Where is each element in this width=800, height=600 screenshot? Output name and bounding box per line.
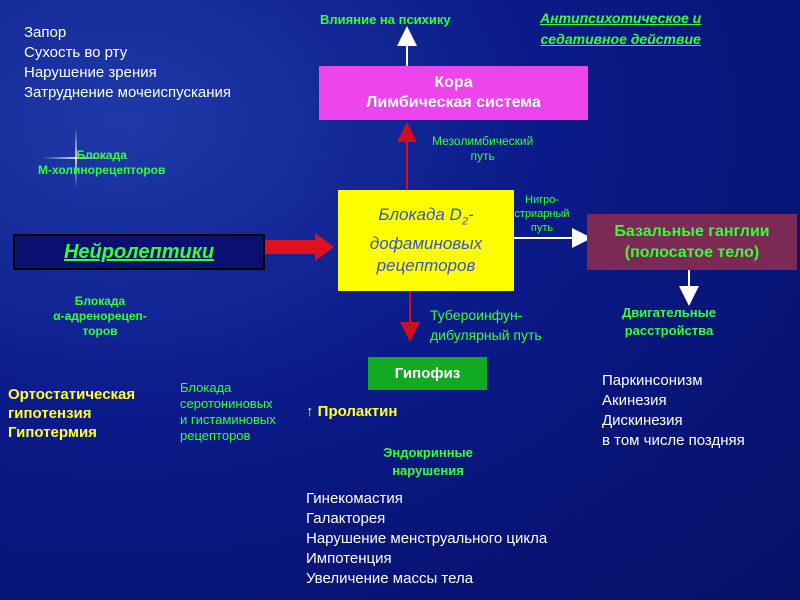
side-effect-item: Запор bbox=[24, 24, 67, 41]
endocrine-label: Эндокринные нарушения bbox=[383, 445, 473, 478]
sero-label: Блокада серотониновых и гистаминовых рец… bbox=[180, 380, 276, 443]
parkinson-item: Акинезия bbox=[602, 392, 667, 409]
psyche-label: Влияние на психику bbox=[320, 12, 451, 27]
parkinson-item: Паркинсонизм bbox=[602, 372, 703, 389]
side-effect-item: Нарушение зрения bbox=[24, 64, 157, 81]
mesolimbic-label: Мезолимбический путь bbox=[432, 134, 534, 163]
m-block-label: Блокада М-холинорецепторов bbox=[38, 148, 166, 177]
cortex-box: Кора Лимбическая система bbox=[319, 66, 588, 120]
prolactin-label: ↑ Пролактин bbox=[306, 403, 398, 420]
big-red-arrow bbox=[264, 233, 334, 261]
endocrine-list: Гинекомастия Галакторея Нарушение менстр… bbox=[306, 489, 547, 589]
side-effect-item: Сухость во рту bbox=[24, 44, 128, 61]
endocrine-item: Галакторея bbox=[306, 510, 386, 527]
neuroleptics-box: Нейролептики bbox=[13, 234, 265, 270]
side-effect-item: Затруднение мочеиспускания bbox=[24, 84, 232, 101]
endocrine-item: Увеличение массы тела bbox=[306, 570, 474, 587]
parkinson-item: в том числе поздняя bbox=[602, 432, 745, 449]
motor-label: Двигательные расстройства bbox=[622, 305, 716, 338]
basal-box: Базальные ганглии (полосатое тело) bbox=[587, 214, 797, 270]
endocrine-item: Нарушение менструального цикла bbox=[306, 530, 548, 547]
side-effects-list: Запор Сухость во рту Нарушение зрения За… bbox=[24, 23, 231, 103]
endocrine-item: Гинекомастия bbox=[306, 490, 403, 507]
hypophysis-box: Гипофиз bbox=[368, 357, 487, 390]
ortho-label: Ортостатическая гипотензия Гипотермия bbox=[8, 386, 136, 441]
alpha-block-label: Блокада α-адренорецеп- торов bbox=[53, 294, 147, 338]
parkinson-item: Дискинезия bbox=[602, 412, 683, 429]
endocrine-item: Импотенция bbox=[306, 550, 392, 567]
antipsychotic-label: Антипсихотическое и седативное действие bbox=[540, 10, 702, 47]
nigro-label: Нигро- стриарный путь bbox=[514, 194, 570, 234]
d2-box: Блокада D2- дофаминовых рецепторов bbox=[338, 190, 514, 291]
parkinson-list: Паркинсонизм Акинезия Дискинезия в том ч… bbox=[602, 371, 745, 451]
sparkle-icon bbox=[42, 128, 110, 188]
tubero-label: Тубероинфун- дибулярный путь bbox=[430, 307, 542, 343]
